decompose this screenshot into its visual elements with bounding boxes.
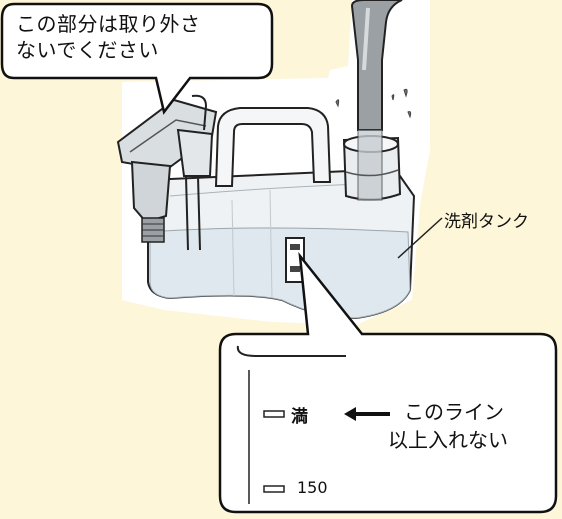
full-mark-label: 満 — [291, 407, 308, 427]
cap-latch — [176, 128, 214, 177]
warning-callout-bubble — [0, 2, 274, 115]
pointer-arrow — [344, 407, 390, 421]
water-drop — [403, 88, 408, 98]
tick-150-mark — [263, 485, 285, 493]
fill-limit-note-line-1: このライン — [404, 400, 504, 424]
cap-stem — [130, 160, 172, 224]
zoom-callout-bubble — [218, 251, 558, 514]
full-line-tick — [263, 410, 285, 418]
water-drop — [407, 111, 412, 119]
warning-line-2: ないでください — [16, 38, 159, 62]
tank-handle — [214, 107, 332, 187]
fill-limit-note-line-2: 以上入れない — [388, 428, 508, 452]
tick-150-label: 150 — [297, 478, 328, 497]
warning-line-1: この部分は取り外さ — [16, 12, 201, 36]
tank-label: 洗剤タンク — [444, 212, 529, 232]
water-drop — [391, 94, 395, 101]
water-drop — [335, 99, 340, 108]
tank-label-leader — [397, 217, 443, 259]
